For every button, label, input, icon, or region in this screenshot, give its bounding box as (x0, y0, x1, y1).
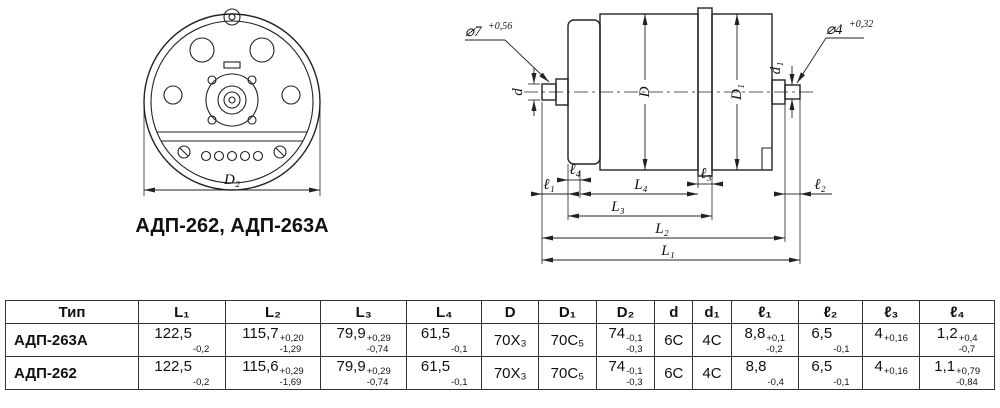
dim-value: 74-0,1-0,3 (595, 323, 656, 357)
callout-right-diameter: ⌀4 (826, 22, 843, 38)
column-header: D₂ (595, 300, 656, 324)
dim-value: 8,8 -0,4 (730, 356, 799, 390)
dim-value: 70C₅ (538, 323, 597, 357)
top-ear (223, 8, 241, 26)
dimension-l2: ℓ₂ (774, 177, 832, 197)
front-view-outline (143, 8, 321, 191)
dim-value: 8,8+0,1-0,2 (730, 323, 799, 357)
dim-value: 61,5 -0,1 (406, 323, 483, 357)
front-view-caption: АДП-262, АДП-263А (135, 215, 328, 237)
dimension-L3: L₃ (568, 199, 712, 219)
dimension-L1: L₁ (542, 243, 800, 263)
column-header: D₁ (538, 300, 597, 324)
terminal-block (157, 131, 307, 162)
callout-left-diameter: ⌀7 (465, 24, 483, 40)
dim-value: 4C (692, 356, 732, 390)
dim-label-d1: d₁ (768, 62, 784, 75)
dim-value: 6,5 -0,1 (797, 323, 863, 357)
front-view-drawing: D₂ АДП-262, АДП-263А (135, 8, 329, 237)
dim-value: 4C (692, 323, 732, 357)
dim-label-D: D (637, 86, 653, 98)
column-header: Тип (5, 300, 139, 324)
dim-value: 1,1+0,79-0,84 (919, 356, 995, 390)
dim-label-l2: ℓ₂ (814, 177, 825, 193)
dimension-L2: L₂ (542, 221, 785, 241)
column-header: ℓ₁ (730, 300, 799, 324)
dim-value: 115,7+0,20-1,29 (224, 323, 322, 357)
dim-value: 70X₃ (481, 356, 540, 390)
dim-value: 74-0,1-0,3 (595, 356, 656, 390)
dim-label-L3: L₃ (610, 199, 625, 215)
side-view-drawing: ⌀7 +0,56 ⌀4 +0,32 d D (465, 7, 873, 264)
callout-left-tolerance: +0,56 (488, 21, 512, 32)
terminal-screw-right (273, 145, 287, 159)
dim-value: 4+0,16 (861, 356, 921, 390)
column-header: D (481, 300, 540, 324)
column-header: L₁ (138, 300, 226, 324)
dim-value: 4+0,16 (861, 323, 921, 357)
dim-label-L1: L₁ (660, 243, 675, 259)
column-header: L₃ (320, 300, 408, 324)
dim-value: 6,5 -0,1 (797, 356, 863, 390)
dimension-d1: d₁ (768, 62, 795, 118)
dimension-D: D (637, 14, 653, 170)
dim-value: 79,9+0,29-0,74 (320, 323, 408, 357)
dim-label-D1: D₁ (729, 84, 745, 101)
dim-value: 122,5 -0,2 (138, 323, 226, 357)
dim-value: 79,9+0,29-0,74 (320, 356, 408, 390)
dim-value: 70X₃ (481, 323, 540, 357)
dim-label-L2: L₂ (654, 221, 669, 237)
dimension-l3: ℓ₃ (687, 166, 723, 187)
extension-lines (541, 99, 801, 264)
dim-label-l3: ℓ₃ (700, 166, 711, 182)
column-header: d₁ (692, 300, 732, 324)
dim-label-l1: ℓ₁ (543, 177, 554, 193)
callout-shaft-left: ⌀7 +0,56 (465, 21, 550, 83)
dimension-l4: ℓ₄ (557, 162, 591, 183)
motor-type: АДП-263А (5, 323, 139, 357)
dimension-L4: L₄ (580, 177, 698, 197)
dim-value: 122,5 -0,2 (138, 356, 226, 390)
dimension-d: d (510, 68, 540, 116)
column-header: ℓ₄ (919, 300, 995, 324)
motor-body (567, 7, 773, 177)
dim-value: 115,6+0,29-1,69 (224, 356, 322, 390)
motor-type: АДП-262 (5, 356, 139, 390)
body-notch (761, 147, 772, 170)
dim-value: 6C (654, 323, 694, 357)
dim-label-d: d (510, 88, 526, 96)
column-header: ℓ₂ (797, 300, 863, 324)
column-header: L₄ (406, 300, 483, 324)
technical-drawing: D₂ АДП-262, АДП-263А (135, 7, 873, 264)
mounting-holes (163, 37, 301, 105)
front-view-dimension-d2: D₂ (143, 104, 321, 196)
terminal-screw-left (177, 145, 191, 159)
column-header: ℓ₃ (861, 300, 921, 324)
dim-label-l4: ℓ₄ (569, 162, 580, 178)
dimension-l1: ℓ₁ (531, 177, 579, 197)
column-header: L₂ (224, 300, 322, 324)
dim-value: 1,2+0,4-0,7 (919, 323, 995, 357)
dim-value: 6C (654, 356, 694, 390)
column-header: d (654, 300, 694, 324)
center-hub (205, 61, 259, 127)
dimension-D1: D₁ (729, 14, 745, 170)
dim-label-L4: L₄ (633, 177, 648, 193)
callout-shaft-right: ⌀4 +0,32 (796, 19, 873, 84)
dim-label-D2: D₂ (223, 172, 240, 188)
nameplate (223, 61, 241, 69)
dim-value: 61,5 -0,1 (406, 356, 483, 390)
dim-value: 70C₅ (538, 356, 597, 390)
callout-right-tolerance: +0,32 (849, 19, 873, 30)
